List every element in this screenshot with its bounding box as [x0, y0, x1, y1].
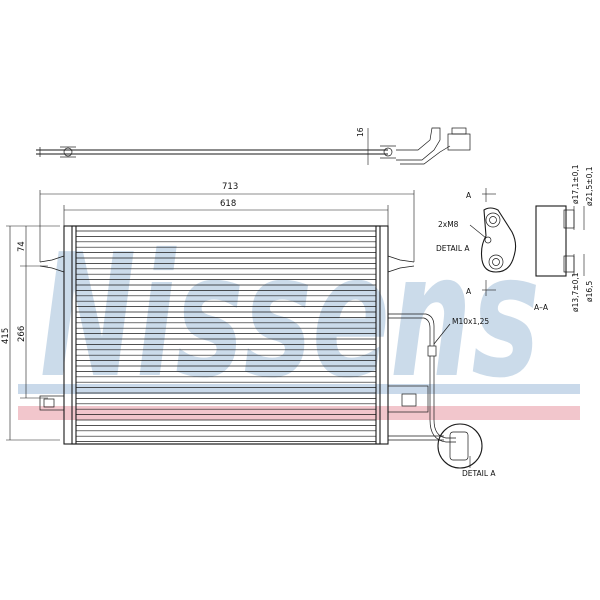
- section-dim-d2: ø21,5±0,1: [585, 166, 594, 206]
- dim-side-thickness: 16: [356, 127, 365, 137]
- section-letter-top: A: [466, 191, 472, 200]
- condenser-front-view: [39, 225, 483, 469]
- dim-top-offset: 74: [17, 241, 27, 252]
- thread-bolt-label: 2xM8: [438, 220, 459, 229]
- top-view: [36, 127, 471, 165]
- section-a-a-title: A–A: [534, 303, 549, 312]
- fitting-thread-label: M10x1,25: [452, 317, 489, 326]
- section-dim-d4: ø16,5: [585, 280, 594, 302]
- detail-a-bottom-label: DETAIL A: [462, 469, 496, 478]
- watermark-logo: Nissens: [40, 218, 540, 416]
- watermark-band-blue: [18, 384, 580, 394]
- dimension-lines: [6, 190, 415, 441]
- core-fins: [76, 230, 376, 442]
- section-dim-d3: ø13,7±0,1: [571, 272, 580, 312]
- dim-mid-height: 266: [17, 326, 27, 342]
- section-a-a: [535, 205, 585, 277]
- dim-core-width: 618: [220, 199, 236, 209]
- dim-total-height: 415: [1, 328, 11, 344]
- section-dim-d1: ø17,1±0,1: [571, 164, 580, 204]
- detail-a-top-label: DETAIL A: [436, 244, 470, 253]
- detail-a-flange: [469, 188, 517, 296]
- dim-overall-width: 713: [222, 182, 238, 192]
- section-letter-bottom: A: [466, 287, 472, 296]
